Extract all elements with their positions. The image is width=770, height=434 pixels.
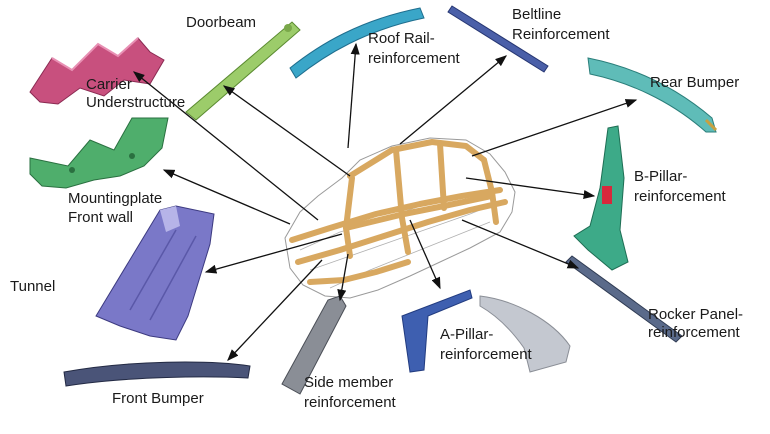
car-body (284, 137, 516, 299)
arrow-carrier (132, 71, 319, 221)
label-doorbeam: Doorbeam (186, 14, 257, 31)
label-beltline-line2: Reinforcement (512, 26, 610, 43)
label-side-member-line2: reinforcement (304, 394, 396, 411)
label-a-pillar-line1: A-Pillar- (440, 326, 494, 343)
part-a-pillar (401, 289, 571, 373)
arrow-front-bumper (227, 259, 323, 361)
label-rocker-line1: Rocker Panel- (648, 306, 744, 323)
label-roof-rail-line2: reinforcement (368, 50, 460, 67)
label-beltline-line1: Beltline (512, 6, 562, 23)
label-front-bumper: Front Bumper (112, 390, 204, 407)
part-rocker-panel (565, 255, 683, 343)
arrow-doorbeam (222, 85, 351, 177)
arrow-side-member (337, 253, 349, 302)
label-tunnel: Tunnel (10, 278, 56, 295)
arrow-rocker (461, 219, 580, 269)
label-carrier-line2: Understructure (86, 94, 186, 111)
car-frame-structure (289, 139, 508, 285)
part-beltline-reinforcement (447, 5, 549, 73)
label-roof-rail-line1: Roof Rail- (368, 30, 435, 47)
arrow-tunnel (204, 233, 343, 274)
arrow-roof-rail (347, 42, 360, 149)
label-mountingplate-line2: Front wall (68, 209, 134, 226)
arrow-a-pillar (409, 219, 441, 290)
part-rear-bumper (587, 57, 718, 133)
arrow-rear-bumper (471, 99, 638, 157)
label-rocker-line2: reinforcement (648, 324, 740, 341)
part-tunnel (95, 205, 215, 341)
part-roof-rail (289, 7, 425, 79)
label-b-pillar-line2: reinforcement (634, 188, 726, 205)
part-carrier-understructure (29, 37, 165, 105)
label-carrier-line1: Carrier (86, 76, 132, 93)
part-doorbeam (185, 21, 301, 121)
part-mountingplate-front-wall (29, 117, 169, 189)
label-side-member-line1: Side member (304, 374, 394, 391)
part-front-bumper (63, 361, 251, 387)
leader-arrows (132, 42, 638, 361)
arrow-mountingplate (162, 169, 291, 225)
arrow-beltline (399, 55, 508, 145)
label-mountingplate-line1: Mountingplate (68, 190, 163, 207)
label-rear-bumper: Rear Bumper (650, 74, 740, 91)
part-b-pillar (573, 125, 629, 271)
label-b-pillar-line1: B-Pillar- (634, 168, 688, 185)
arrow-b-pillar (465, 177, 596, 200)
label-a-pillar-line2: reinforcement (440, 346, 532, 363)
